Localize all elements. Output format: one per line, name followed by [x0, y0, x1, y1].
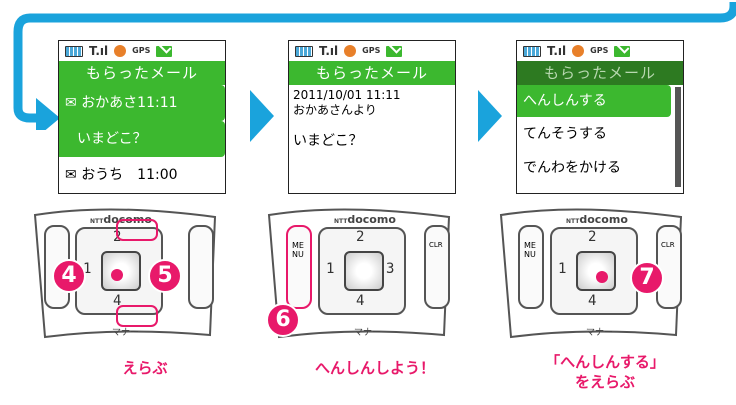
battery-icon — [523, 45, 541, 57]
brand-logo: docomo — [579, 213, 628, 226]
step-7-badge: 7 — [630, 261, 664, 295]
envelope-icon: ✉ — [65, 95, 77, 111]
key-right-label: 3 — [386, 261, 395, 277]
caption-step-2: へんしんしよう！ — [314, 359, 435, 377]
phone-keypad-3: NTTdocomo ME NU CLR 2 1 4 7 マナー — [496, 205, 686, 340]
clr-key[interactable] — [188, 225, 214, 309]
caption-step-3-line2: をえらぶ — [574, 373, 635, 391]
battery-icon — [295, 45, 313, 57]
step-4-badge: 4 — [52, 259, 86, 293]
menu-key-label: ME NU — [292, 241, 304, 259]
status-bar: T.ıl GPS — [59, 41, 225, 61]
signal-icon: T.ıl — [319, 44, 339, 58]
manner-label: マナー — [586, 328, 614, 338]
caption-step-3: 「へんしんする」 をえらぶ — [520, 352, 690, 392]
signal-icon: T.ıl — [89, 44, 109, 58]
screen-title: もらったメール — [289, 61, 455, 85]
menu-item-forward[interactable]: てんそうする — [523, 126, 607, 142]
menu-key[interactable]: ME NU — [518, 225, 544, 309]
clr-key[interactable]: CLR — [424, 225, 450, 309]
caption-step-1: えらぶ — [122, 359, 168, 377]
next-arrow-2 — [478, 90, 502, 142]
mail-icon — [614, 45, 631, 57]
screen-inbox: T.ıl GPS もらったメール ✉ おかあさ11:11 いまどこ？ ✉ おうち… — [58, 40, 226, 194]
mascot-icon — [344, 45, 357, 57]
phone-keypad-2: NTTdocomo ME NU CLR 2 1 3 4 6 マナー — [264, 205, 454, 340]
manner-label: マナー — [112, 328, 140, 338]
center-press-dot — [111, 269, 123, 281]
screen-mail-detail: T.ıl GPS もらったメール 2011/10/01 11:11 おかあさんよ… — [288, 40, 456, 194]
gps-icon: GPS — [590, 46, 609, 55]
mail-item-selected[interactable]: ✉ おかあさ11:11 — [59, 85, 225, 121]
menu-key-highlighted[interactable]: ME NU — [286, 225, 312, 309]
phone-keypad-1: NTTdocomo 2 1 4 4 5 マナー — [30, 205, 220, 340]
screen-menu: T.ıl GPS もらったメール へんしんする てんそうする でんわをかける — [516, 40, 684, 194]
brand-logo: docomo — [347, 213, 396, 226]
mail-preview[interactable]: いまどこ？ — [59, 121, 225, 157]
status-bar: T.ıl GPS — [289, 41, 455, 61]
mail-timestamp: 2011/10/01 11:11 — [293, 88, 401, 102]
status-bar: T.ıl GPS — [517, 41, 683, 61]
open-envelope-icon: ✉ — [65, 167, 77, 183]
down-key-highlight — [116, 305, 158, 327]
direction-keypad[interactable]: 2 1 4 — [550, 227, 638, 315]
mail-icon — [156, 45, 173, 57]
flow-arrow-line — [13, 2, 736, 130]
brand-prefix: NTT — [334, 218, 348, 225]
gps-icon: GPS — [132, 46, 151, 55]
menu-key-label: ME NU — [524, 241, 536, 259]
key-left-label: 1 — [558, 261, 567, 277]
menu-item-call[interactable]: でんわをかける — [523, 160, 621, 176]
caption-step-3-line1: 「へんしんする」 — [545, 353, 665, 371]
mascot-icon — [114, 45, 127, 57]
gps-icon: GPS — [362, 46, 381, 55]
mascot-icon — [572, 45, 585, 57]
mail-icon — [386, 45, 403, 57]
key-left-label: 1 — [83, 261, 92, 277]
clr-key-label: CLR — [429, 241, 443, 249]
menu-item-reply[interactable]: へんしんする — [517, 85, 671, 117]
screen-title: もらったメール — [59, 61, 225, 85]
next-arrow-1 — [250, 90, 274, 142]
up-key-highlight — [116, 219, 158, 241]
select-key[interactable] — [344, 251, 384, 291]
select-key[interactable] — [576, 251, 616, 291]
key-up-label: 2 — [356, 229, 365, 245]
battery-icon — [65, 45, 83, 57]
mail-item[interactable]: ✉ おうち 11:00 — [65, 167, 178, 183]
manner-label: マナー — [354, 328, 382, 338]
mail-body: いまどこ？ — [293, 133, 363, 149]
scrollbar[interactable] — [675, 87, 681, 187]
mail-sender: おかあさんより — [293, 103, 377, 117]
key-down-label: 4 — [113, 293, 122, 309]
step-6-badge: 6 — [266, 303, 300, 337]
key-up-label: 2 — [588, 229, 597, 245]
center-press-dot — [596, 271, 608, 283]
brand-prefix: NTT — [90, 218, 104, 225]
key-left-label: 1 — [326, 261, 335, 277]
step-5-badge: 5 — [148, 259, 182, 293]
screen-title: もらったメール — [517, 61, 683, 85]
key-down-label: 4 — [356, 293, 365, 309]
key-down-label: 4 — [588, 293, 597, 309]
brand-prefix: NTT — [566, 218, 580, 225]
signal-icon: T.ıl — [547, 44, 567, 58]
clr-key-label: CLR — [661, 241, 675, 249]
direction-keypad[interactable]: 2 1 3 4 — [318, 227, 406, 315]
